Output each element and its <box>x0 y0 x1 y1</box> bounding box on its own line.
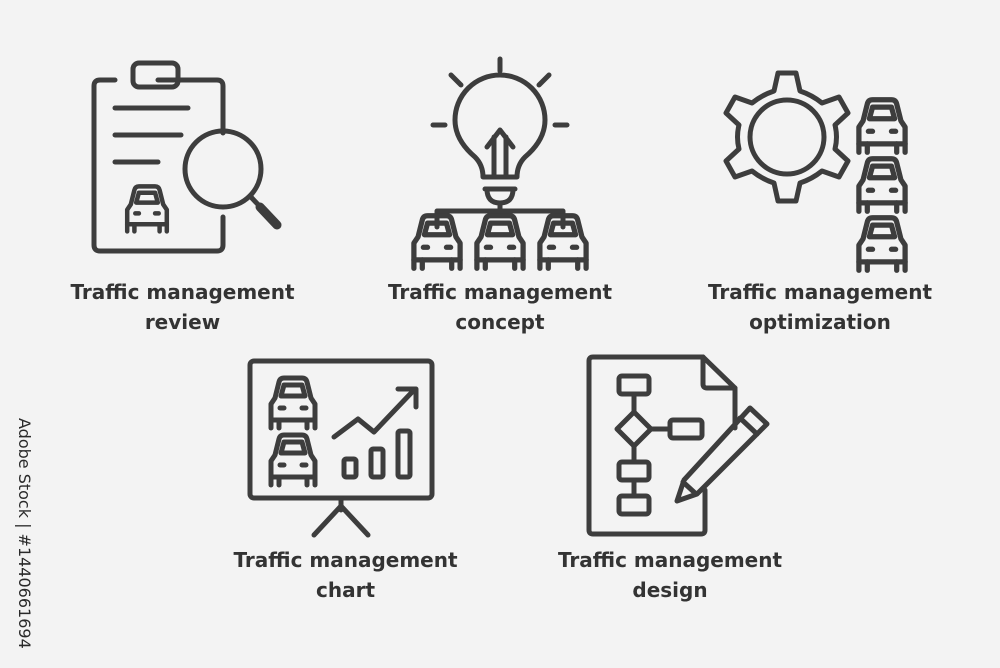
label-optimization: Traffic management optimization <box>707 280 933 334</box>
gear-cars-icon <box>690 55 950 285</box>
label-concept: Traffic management concept <box>387 280 613 334</box>
icon-card-optimization: Traffic management optimization <box>690 55 950 345</box>
icon-card-review: Traffic management review <box>60 55 320 345</box>
clipboard-magnifier-icon <box>60 55 320 255</box>
icon-card-design: Traffic management design <box>555 350 805 615</box>
icon-card-concept: Traffic management concept <box>375 55 635 345</box>
flowchart-pencil-icon <box>555 350 805 540</box>
label-design: Traffic management design <box>557 548 783 602</box>
label-chart: Traffic management chart <box>233 548 458 602</box>
label-review: Traffic management review <box>70 280 295 334</box>
icon-card-chart: Traffic management chart <box>228 355 468 615</box>
presentation-chart-icon <box>228 355 468 545</box>
stock-id-text: Adobe Stock | #1440661694 <box>15 418 34 649</box>
lightbulb-cars-icon <box>375 55 635 275</box>
